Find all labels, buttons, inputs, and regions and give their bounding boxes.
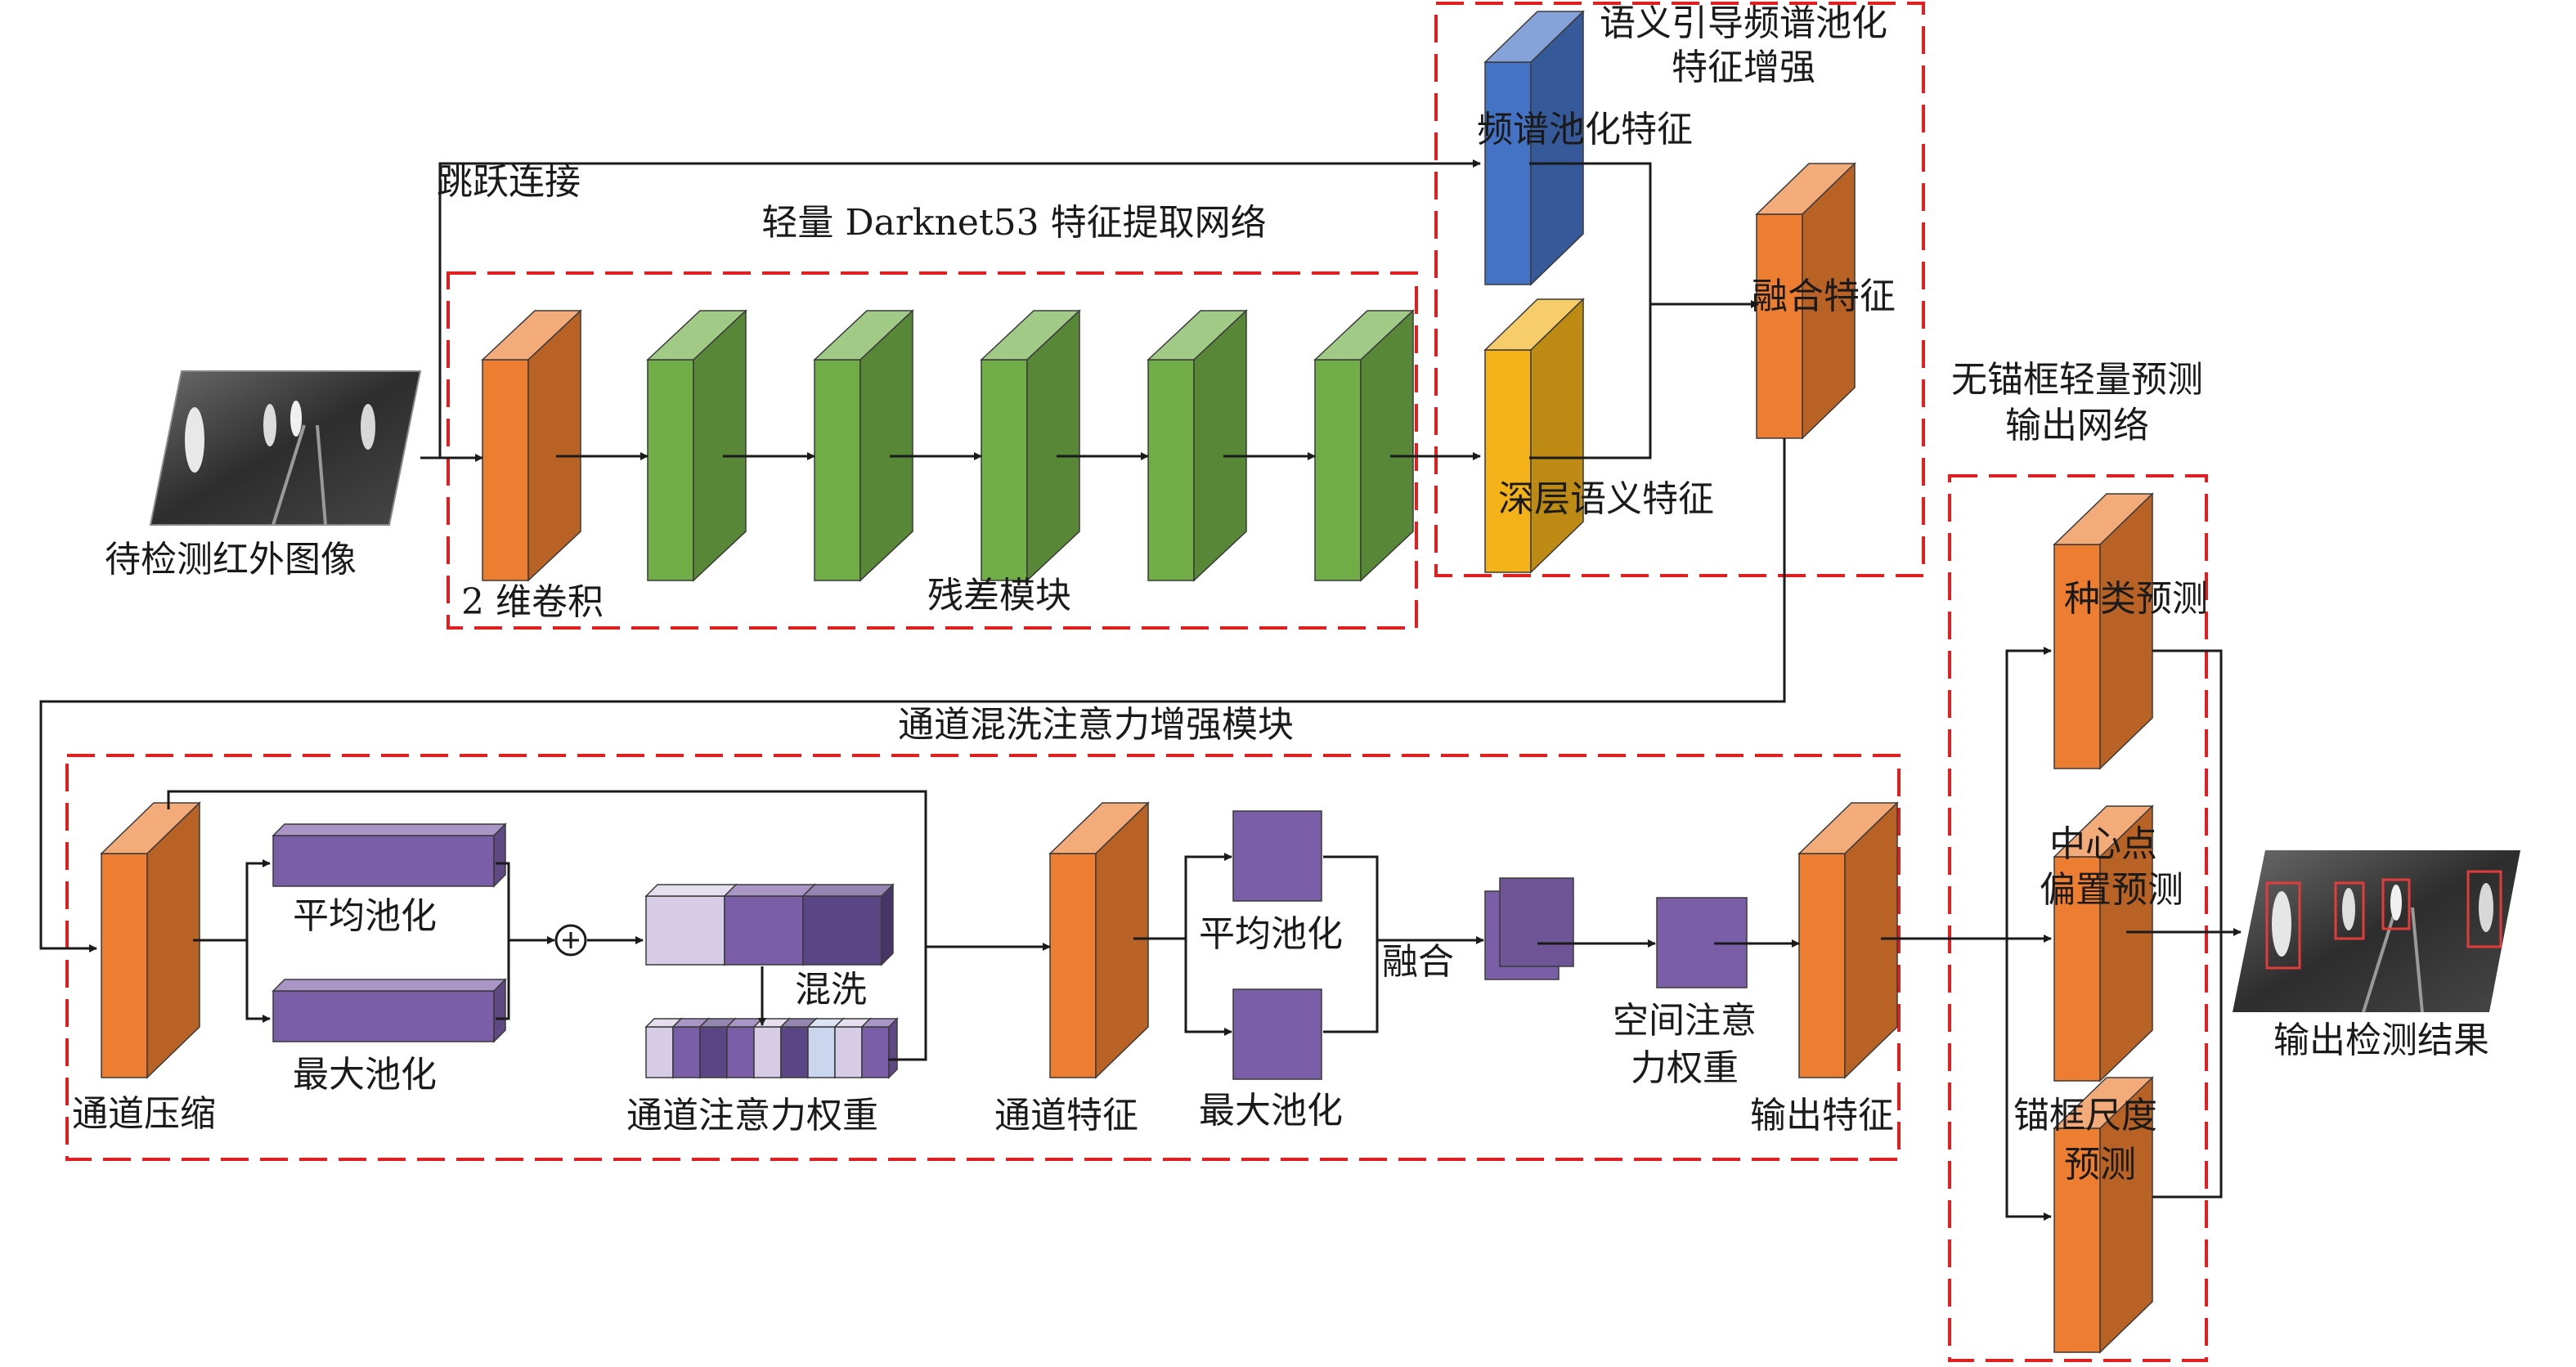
fusion-feature-label: 融合特征 (1752, 276, 1896, 317)
anchor-scale-block (2053, 1076, 2154, 1354)
max-pool-bar (272, 978, 507, 1043)
shuffle-seg-3 (801, 883, 895, 966)
semantic-enhance-border (1434, 2, 1925, 577)
class-prediction-block (2053, 492, 2154, 770)
residual-block-3 (980, 309, 1081, 582)
avg-pool-bar (272, 822, 507, 888)
fusion-feature-block (1755, 162, 1856, 440)
spatial-attention-weight-label-1: 空间注意 (1613, 1000, 1757, 1042)
semantic-enhance-title-2: 特征增强 (1672, 47, 1815, 88)
class-prediction-label: 种类预测 (2064, 578, 2208, 620)
center-offset-label-2: 偏置预测 (2040, 869, 2183, 911)
residual-block-1 (646, 309, 747, 582)
channel-compress-block (100, 801, 201, 1079)
avg-pool-label-2: 平均池化 (1199, 913, 1343, 955)
center-offset-label-1: 中心点 (2049, 823, 2157, 865)
avg-pool-label: 平均池化 (293, 895, 437, 937)
prediction-head-title-1: 无锚框轻量预测 (1951, 359, 2203, 401)
input-infrared-image (149, 370, 422, 526)
residual-block-label: 残差模块 (927, 575, 1071, 616)
channel-feature-label: 通道特征 (994, 1095, 1138, 1136)
spatial-max-pool-square (1232, 988, 1322, 1080)
prediction-head-border (1948, 474, 2208, 1362)
backbone-border (447, 271, 1418, 630)
residual-block-2 (813, 309, 914, 582)
fuse-label: 融合 (1382, 941, 1454, 983)
center-offset-block (2053, 805, 2154, 1082)
anchor-scale-label-2: 预测 (2064, 1144, 2136, 1185)
spectral-pool-feature-label: 频谱池化特征 (1477, 109, 1693, 150)
deep-semantic-feature-label: 深层语义特征 (1498, 478, 1714, 520)
anchor-scale-label-1: 锚框尺度 (2013, 1095, 2157, 1136)
shuffle-seg-2 (723, 883, 816, 966)
output-result-label: 输出检测结果 (2273, 1020, 2489, 1061)
output-detection-image (2233, 850, 2520, 1013)
shuffle-seg-1 (644, 883, 738, 966)
shuffle-label: 混洗 (795, 969, 867, 1011)
channel-attention-weight-label: 通道注意力权重 (626, 1095, 878, 1136)
attention-module-border (65, 754, 1901, 1161)
input-image-label: 待检测红外图像 (105, 539, 357, 580)
deep-semantic-feature-block (1483, 298, 1585, 574)
channel-compress-label: 通道压缩 (72, 1093, 216, 1135)
skip-connection-label: 跳跃连接 (437, 161, 581, 203)
conv2d-block (481, 309, 582, 582)
spatial-avg-pool-square (1232, 810, 1322, 902)
output-feature-label: 输出特征 (1750, 1095, 1894, 1136)
spectral-pool-feature-block (1483, 10, 1585, 286)
max-pool-label: 最大池化 (293, 1054, 437, 1096)
prediction-head-title-2: 输出网络 (2005, 405, 2149, 446)
conv2d-label: 2 维卷积 (461, 581, 604, 623)
backbone-title: 轻量 Darknet53 特征提取网络 (761, 202, 1267, 244)
elementwise-add-icon (554, 924, 587, 957)
output-feature-block (1797, 801, 1899, 1079)
semantic-enhance-title-1: 语义引导频谱池化 (1600, 2, 1887, 44)
spatial-attention-weight-label-2: 力权重 (1631, 1047, 1739, 1089)
fused-map-front (1499, 877, 1574, 967)
max-pool-label-2: 最大池化 (1199, 1090, 1343, 1132)
residual-block-5 (1313, 309, 1415, 582)
channel-weight-seg-9 (860, 1017, 899, 1079)
channel-feature-block (1048, 801, 1150, 1079)
residual-block-4 (1147, 309, 1248, 582)
attention-module-title: 通道混洗注意力增强模块 (898, 704, 1294, 746)
